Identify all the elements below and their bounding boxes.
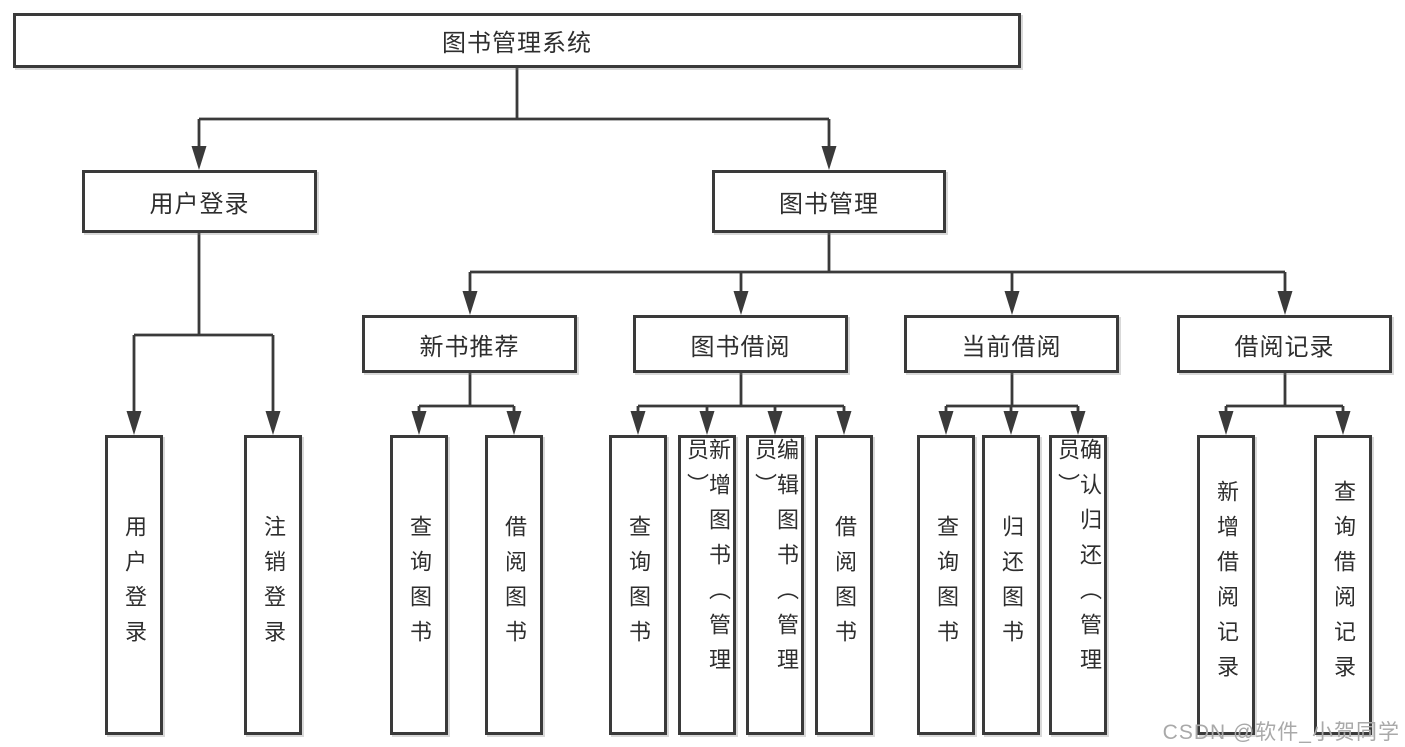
leaf-borrow-borrow-books: 借阅图书 [815,435,873,735]
leaf-newbook-query-books: 查询图书 [390,435,448,735]
node-new-book-recommend: 新书推荐 [362,315,577,373]
leaf-user-login-label: 用户登录 [122,515,147,655]
node-library-system: 图书管理系统 [13,13,1021,68]
leaf-current-confirm-return-admin: 确认归还（管理员） [1049,435,1107,735]
leaf-current-query-books-label: 查询图书 [934,515,959,655]
leaf-current-query-books: 查询图书 [917,435,975,735]
connector-current-borrow-children [944,371,1080,412]
leaf-borrow-add-books-admin-label: 新增图书（管理员） [684,438,731,683]
leaf-newbook-query-books-label: 查询图书 [407,515,432,655]
leaf-current-confirm-return-admin-label: 确认归还（管理员） [1055,438,1102,683]
arrowheads-root-to-level2 [191,146,837,170]
node-current-borrowing: 当前借阅 [904,315,1119,373]
leaf-logout-label: 注销登录 [261,515,286,655]
leaf-borrow-query-books-label: 查询图书 [626,515,651,655]
connector-user-login-children [132,231,275,412]
arrowheads-book-management-children [462,291,1293,315]
leaf-borrow-query-books: 查询图书 [609,435,667,735]
connector-book-management-children [468,231,1287,292]
leaf-record-add-record-label: 新增借阅记录 [1214,480,1239,690]
arrowheads-new-book-children [411,411,522,435]
node-borrowing-records: 借阅记录 [1177,315,1392,373]
node-book-management: 图书管理 [712,170,946,233]
arrowheads-record-children [1218,411,1351,435]
leaf-current-return-books: 归还图书 [982,435,1040,735]
connector-book-borrow-children [636,371,846,412]
leaf-user-login: 用户登录 [105,435,163,735]
arrowheads-user-login-children [126,411,281,435]
leaf-current-return-books-label: 归还图书 [999,515,1024,655]
leaf-borrow-edit-books-admin: 编辑图书（管理员） [746,435,804,735]
arrowheads-current-borrow-children [938,411,1086,435]
node-book-borrowing: 图书借阅 [633,315,848,373]
connector-root-to-level2 [197,66,831,147]
leaf-record-add-record: 新增借阅记录 [1197,435,1255,735]
node-user-login: 用户登录 [82,170,317,233]
csdn-watermark: CSDN @软件_小贺同学 [1162,721,1400,744]
connector-new-book-children [417,371,516,412]
connector-record-children [1224,371,1345,412]
leaf-borrow-edit-books-admin-label: 编辑图书（管理员） [752,438,799,683]
leaf-borrow-borrow-books-label: 借阅图书 [832,515,857,655]
leaf-borrow-add-books-admin: 新增图书（管理员） [678,435,736,735]
leaf-logout: 注销登录 [244,435,302,735]
leaf-newbook-borrow-books: 借阅图书 [485,435,543,735]
leaf-record-query-record-label: 查询借阅记录 [1331,480,1356,690]
leaf-record-query-record: 查询借阅记录 [1314,435,1372,735]
leaf-newbook-borrow-books-label: 借阅图书 [502,515,527,655]
arrowheads-book-borrow-children [630,411,852,435]
